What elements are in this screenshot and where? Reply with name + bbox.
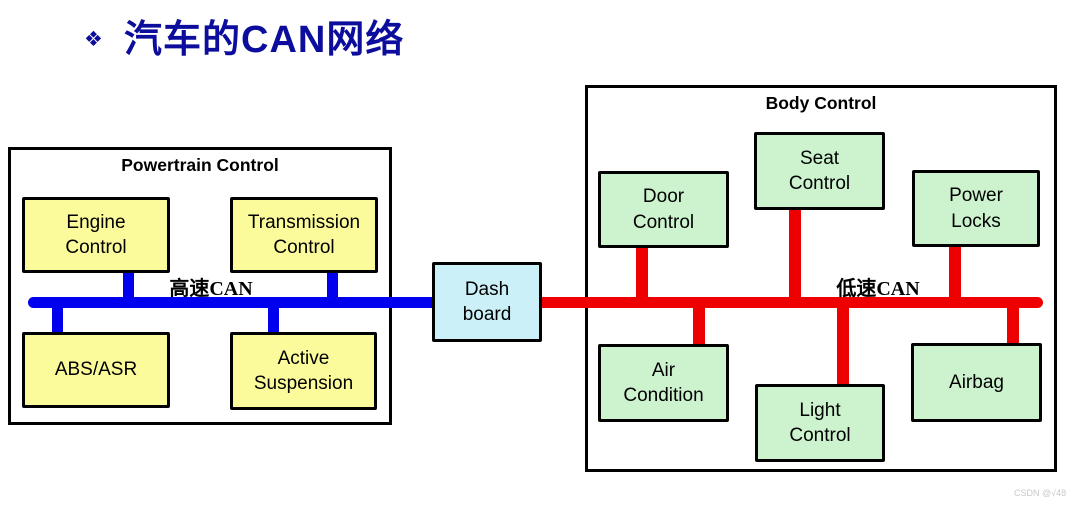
node-active-suspension-label: Active Suspension: [253, 347, 354, 394]
body-control-group: Body Control: [585, 85, 1057, 472]
connector-transmission-control: [327, 270, 338, 300]
connector-air-condition: [693, 303, 705, 346]
connector-power-locks: [949, 244, 961, 302]
watermark: CSDN @√48: [1014, 488, 1067, 498]
node-light-control-label: Light Control: [789, 399, 851, 446]
connector-seat-control: [789, 208, 801, 302]
node-light-control: Light Control: [755, 384, 885, 462]
node-dashboard: Dash board: [432, 262, 542, 342]
node-door-control-label: Door Control: [632, 186, 695, 233]
node-seat-control: Seat Control: [754, 132, 885, 210]
node-transmission-control: Transmission Control: [230, 197, 378, 273]
body-group-label: Body Control: [765, 93, 877, 113]
node-power-locks-label: Power Locks: [949, 185, 1003, 232]
connector-engine-control: [123, 270, 134, 300]
node-seat-control-label: Seat Control: [788, 147, 851, 194]
connector-airbag: [1007, 303, 1019, 345]
connector-light-control: [837, 303, 849, 386]
high-speed-can-bus-line: [28, 297, 438, 308]
node-engine-control: Engine Control: [22, 197, 170, 273]
node-door-control: Door Control: [598, 171, 729, 248]
node-dashboard-label: Dash board: [462, 278, 512, 325]
node-airbag-label: Airbag: [949, 371, 1004, 393]
connector-active-suspension: [268, 302, 279, 336]
node-abs-asr-label: ABS/ASR: [54, 359, 138, 381]
low-speed-can-label: 低速CAN: [836, 278, 920, 300]
low-speed-can-bus-line: [538, 297, 1043, 308]
node-active-suspension: Active Suspension: [230, 332, 377, 410]
node-air-condition: Air Condition: [598, 344, 729, 422]
node-abs-asr: ABS/ASR: [22, 332, 170, 408]
connector-abs-asr: [52, 302, 63, 334]
powertrain-group-label: Powertrain Control: [121, 155, 279, 175]
high-speed-can-label: 高速CAN: [169, 278, 253, 300]
connector-door-control: [636, 244, 648, 302]
node-air-condition-label: Air Condition: [623, 359, 704, 406]
node-power-locks: Power Locks: [912, 170, 1040, 247]
title-bullet-icon: ❖: [84, 28, 103, 51]
node-engine-control-label: Engine Control: [65, 211, 127, 258]
powertrain-control-group: Powertrain Control: [8, 147, 392, 425]
page-title: 汽车的CAN网络: [124, 19, 405, 61]
node-transmission-control-label: Transmission Control: [247, 211, 361, 258]
node-airbag: Airbag: [911, 343, 1042, 422]
